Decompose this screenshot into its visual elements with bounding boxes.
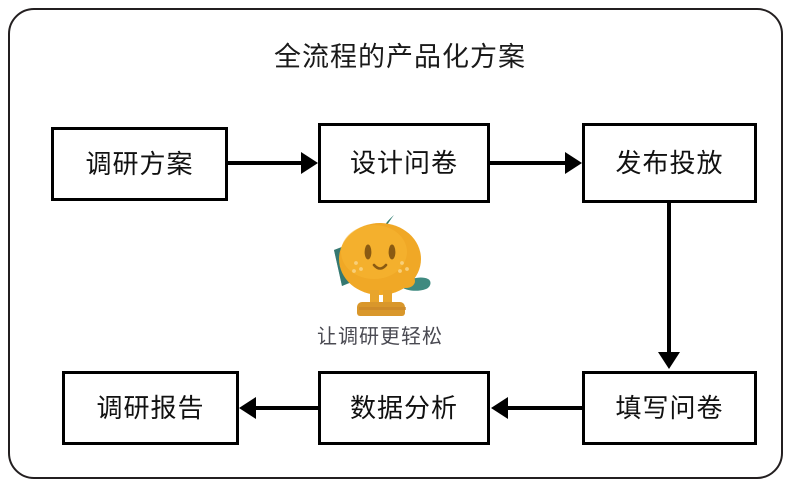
node-design-survey-label: 设计问卷 bbox=[349, 148, 458, 178]
node-research-plan-label: 调研方案 bbox=[85, 149, 194, 179]
outer-frame bbox=[8, 8, 783, 479]
arrow-left-head-icon bbox=[491, 397, 508, 419]
node-fill-survey-label: 填写问卷 bbox=[615, 393, 724, 423]
node-design-survey[interactable]: 设计问卷 bbox=[318, 123, 490, 203]
arrow-left-head-icon bbox=[239, 397, 256, 419]
mascot-tagline: 让调研更轻松 bbox=[317, 326, 443, 348]
arrow-right-head-icon bbox=[565, 152, 582, 174]
node-publish-label: 发布投放 bbox=[615, 148, 724, 178]
node-report-label: 调研报告 bbox=[96, 393, 205, 423]
arrow-right-head-icon bbox=[301, 152, 318, 174]
mascot: 让调研更轻松 bbox=[300, 208, 460, 358]
arrow-research-plan-to-design-survey bbox=[228, 161, 303, 165]
node-data-analysis-label: 数据分析 bbox=[349, 393, 458, 423]
node-publish[interactable]: 发布投放 bbox=[582, 123, 757, 203]
arrow-down-head-icon bbox=[658, 352, 680, 369]
arrow-data-analysis-to-report bbox=[256, 406, 318, 410]
page-title: 全流程的产品化方案 bbox=[274, 42, 526, 72]
node-data-analysis[interactable]: 数据分析 bbox=[318, 371, 490, 445]
arrow-publish-to-fill-survey bbox=[667, 203, 671, 353]
arrow-design-survey-to-publish bbox=[490, 161, 566, 165]
node-research-plan[interactable]: 调研方案 bbox=[51, 127, 228, 201]
orange-mascot-icon bbox=[334, 215, 431, 316]
node-fill-survey[interactable]: 填写问卷 bbox=[582, 371, 757, 445]
arrow-fill-survey-to-data-analysis bbox=[508, 406, 582, 410]
node-report[interactable]: 调研报告 bbox=[62, 371, 239, 445]
